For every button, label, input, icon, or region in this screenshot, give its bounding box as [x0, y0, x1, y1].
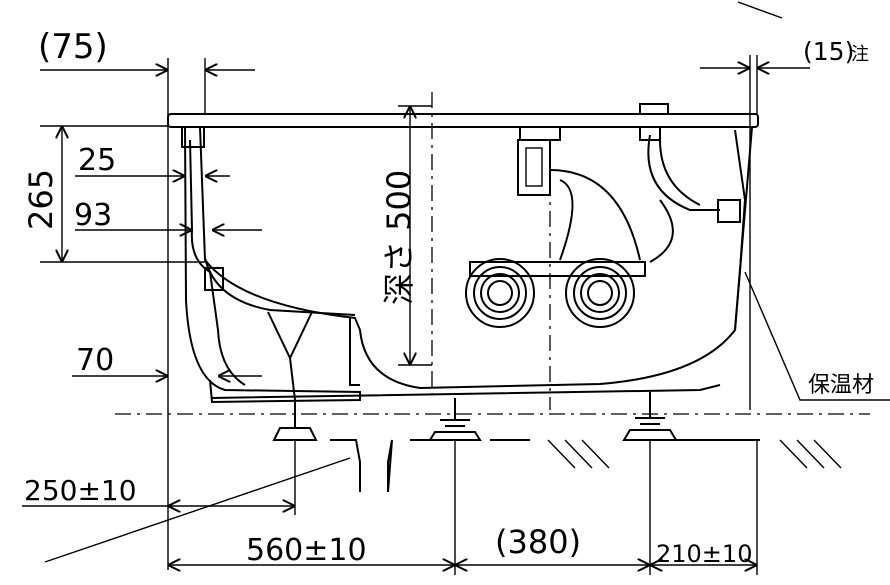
seat-support	[267, 311, 313, 401]
jet-left	[465, 258, 535, 328]
dim-right-offset-note: 注	[851, 44, 869, 65]
dim-leg-left: 250±10	[24, 474, 137, 507]
top-leader	[737, 1, 783, 19]
control-unit-inner	[525, 147, 543, 187]
dim-depth: 深さ 500	[380, 170, 418, 305]
dim-span-center: (380)	[495, 523, 581, 561]
dim-span-main: 560±10	[246, 533, 367, 568]
tub-shell	[199, 126, 753, 390]
dim-rim-height: 265	[22, 169, 60, 230]
tub-right-wall	[734, 129, 747, 331]
overflow-cap	[639, 103, 669, 115]
leg-3	[622, 392, 678, 441]
tub-flange-right	[519, 127, 661, 141]
jet-manifold	[469, 261, 646, 277]
leg-1	[272, 400, 318, 441]
dim-span-right: 210±10	[656, 540, 752, 568]
dimension-lines	[22, 68, 890, 565]
tub-body	[167, 103, 759, 404]
insulation-leader	[744, 271, 890, 401]
tub-skirt-left	[184, 126, 361, 404]
dimension-labels: (75) (15) 注 265 25 93 70 深さ 500 250±10 5…	[22, 27, 874, 568]
lower-leader	[44, 457, 351, 563]
floor-hatch-2	[779, 439, 842, 469]
label-insulation: 保温材	[808, 373, 874, 398]
drain-pipe-left	[189, 139, 246, 386]
control-unit	[517, 139, 551, 196]
tub-step	[204, 257, 356, 316]
dim-right-offset: (15)	[803, 37, 854, 66]
piping	[181, 126, 741, 386]
legs-and-floor	[115, 392, 870, 493]
drain-fitting-left	[204, 267, 224, 291]
dim-flange-25: 25	[78, 143, 116, 178]
seat-riser	[349, 318, 360, 386]
jet-right	[565, 258, 635, 328]
floor-break-left	[330, 439, 432, 493]
dim-flange-93: 93	[74, 198, 112, 233]
valve-right	[717, 199, 741, 223]
pipe-right	[647, 134, 720, 211]
tub-rim	[167, 113, 759, 128]
dim-left-offset: (75)	[38, 27, 108, 67]
pipe-right-lower	[649, 199, 674, 263]
pipe-upper	[549, 169, 641, 261]
floor-hatch-1	[547, 439, 610, 469]
dim-step-70: 70	[76, 343, 114, 378]
leg-2	[428, 398, 482, 441]
top-fitting-left	[181, 126, 205, 148]
tub-bottom-frame	[211, 384, 721, 399]
